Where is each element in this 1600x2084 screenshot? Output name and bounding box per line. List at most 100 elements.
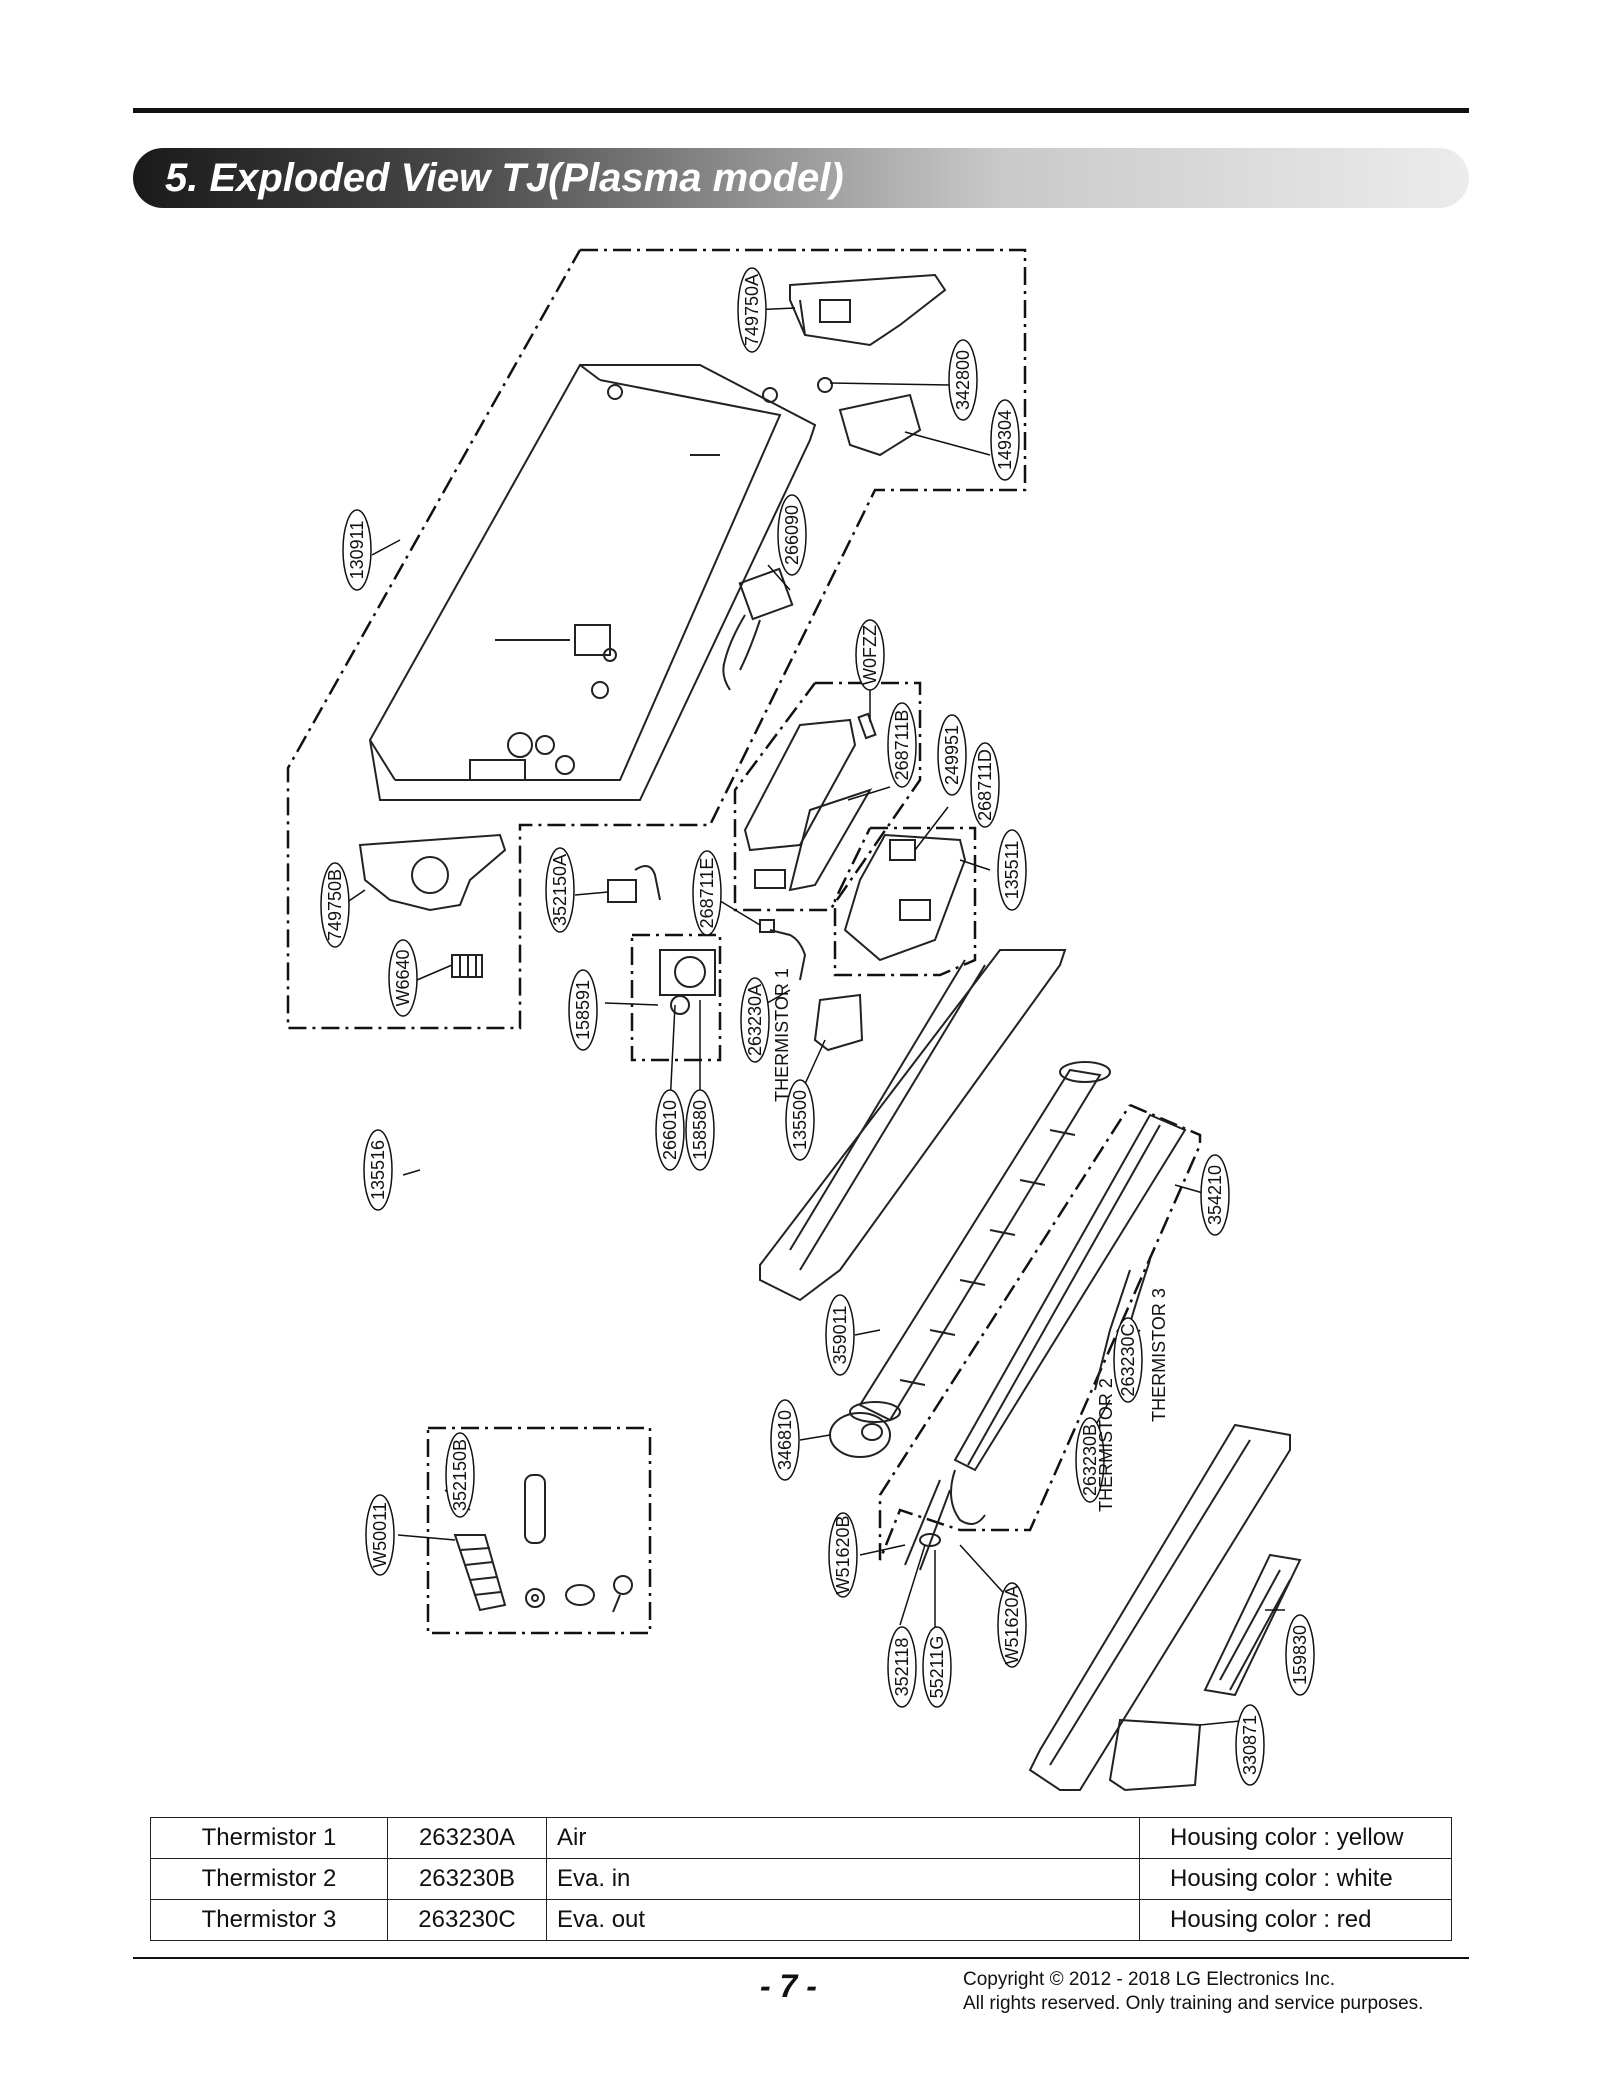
motor-group-boundary — [630, 933, 722, 1062]
page-number: - 7 - — [760, 1968, 817, 2004]
screw-part — [612, 1575, 633, 1613]
callout-W51620A: W51620A — [997, 1582, 1027, 1668]
callout-W51620B-label: W51620B — [833, 1515, 853, 1594]
callout-330871: 330871 — [1235, 1704, 1265, 1786]
callout-268711B: 268711B — [887, 702, 917, 788]
housing-color: Housing color : white — [1139, 1858, 1452, 1900]
callout-W6640: W6640 — [388, 939, 418, 1017]
callout-W50011-label: W50011 — [370, 1502, 390, 1568]
exploded-view-diagram: 749750A 342800 149304 130911 266090 W0FZ… — [286, 248, 1315, 1792]
callout-354210: 354210 — [1200, 1154, 1230, 1236]
sensor-location: Eva. in — [546, 1858, 1140, 1900]
callout-268711E-label: 268711E — [697, 858, 717, 929]
housing-color: Housing color : red — [1139, 1899, 1452, 1941]
pipe-assembly-part — [904, 1469, 986, 1571]
callout-263230B: 263230B — [1075, 1417, 1105, 1503]
callout-263230C: 263230C — [1113, 1317, 1143, 1403]
thermistor-2-label: THERMISTOR 2 — [1096, 1378, 1116, 1512]
table-row: Thermistor 3 263230C Eva. out Housing co… — [150, 1899, 1452, 1941]
callout-749750A: 749750A — [737, 267, 767, 353]
callout-342800-label: 342800 — [953, 350, 973, 410]
callout-55211G: 55211G — [922, 1626, 952, 1708]
callout-330871-label: 330871 — [1240, 1715, 1260, 1775]
callout-130911: 130911 — [342, 509, 372, 591]
control-box-cover-part — [789, 273, 947, 347]
callout-263230C-label: 263230C — [1118, 1323, 1138, 1396]
thermistor-name: Thermistor 2 — [150, 1858, 388, 1900]
drain-housing-part — [358, 833, 507, 912]
top-rule — [133, 108, 1469, 113]
plasma-ballast-part — [722, 567, 794, 691]
drain-cap-part — [607, 865, 661, 903]
callout-749750B-label: 749750B — [325, 869, 345, 941]
part-number: 263230B — [387, 1858, 547, 1900]
callout-352150B-label: 352150B — [450, 1439, 470, 1511]
callout-W51620B: W51620B — [828, 1512, 858, 1598]
callout-346810-label: 346810 — [775, 1410, 795, 1470]
discharge-grille-part — [759, 949, 1067, 1302]
callout-749750B: 749750B — [320, 862, 350, 948]
bracket-part — [817, 377, 922, 457]
callout-149304: 149304 — [990, 399, 1020, 481]
callout-159830-label: 159830 — [1290, 1625, 1310, 1685]
callout-352150A: 352150A — [545, 847, 575, 933]
filter-group-boundary — [733, 681, 922, 912]
callout-W51620A-label: W51620A — [1002, 1585, 1022, 1664]
drain-hose-part — [453, 1534, 507, 1612]
callout-249951: 249951 — [937, 714, 967, 796]
callout-354210-label: 354210 — [1205, 1165, 1225, 1225]
callout-W0FZZ: W0FZZ — [855, 619, 885, 691]
callout-749750A-label: 749750A — [742, 274, 762, 346]
callout-263230A-label: 263230A — [745, 984, 765, 1056]
callout-268711B-label: 268711B — [892, 710, 912, 781]
bottom-rule — [133, 1957, 1469, 1959]
cross-flow-fan-part — [849, 1061, 1111, 1423]
callout-W6640-label: W6640 — [393, 949, 413, 1006]
stepping-motor-part — [659, 949, 716, 1015]
callout-346810: 346810 — [770, 1399, 800, 1481]
insulation-tube-part — [524, 1474, 546, 1544]
callout-W0FZZ-label: W0FZZ — [860, 625, 880, 685]
washer-part — [525, 1588, 545, 1608]
callout-268711D-label: 268711D — [975, 749, 995, 821]
thermistor-1-part — [759, 919, 807, 981]
evaporator-group-boundary — [878, 1103, 1202, 1561]
callout-W50011: W50011 — [365, 1494, 395, 1576]
callout-158591-label: 158591 — [573, 980, 593, 1040]
callout-158580: 158580 — [685, 1089, 715, 1171]
section-title: 5. Exploded View TJ(Plasma model) — [165, 156, 844, 200]
part-number: 263230C — [387, 1899, 547, 1941]
callout-352150A-label: 352150A — [550, 854, 570, 926]
sensor-location: Air — [546, 1817, 1140, 1859]
housing-color: Housing color : yellow — [1139, 1817, 1452, 1859]
filter-frame-part — [743, 712, 877, 892]
callout-158591: 158591 — [568, 969, 598, 1051]
copyright-line-2: All rights reserved. Only training and s… — [963, 1993, 1424, 2014]
callout-266010-label: 266010 — [660, 1100, 680, 1160]
callout-149304-label: 149304 — [995, 410, 1015, 470]
clamp-part — [565, 1584, 595, 1606]
table-row: Thermistor 1 263230A Air Housing color :… — [150, 1817, 1452, 1859]
section-title-band: 5. Exploded View TJ(Plasma model) — [133, 148, 1469, 208]
thermistor-name: Thermistor 1 — [150, 1817, 388, 1859]
thermistor-1-label: THERMISTOR 1 — [772, 968, 792, 1102]
callout-266090-label: 266090 — [782, 505, 802, 565]
callout-342800: 342800 — [948, 339, 978, 421]
callout-55211G-label: 55211G — [927, 1636, 947, 1699]
callout-268711D: 268711D — [970, 742, 1000, 828]
callout-135511: 135511 — [997, 829, 1027, 911]
callout-135500: 135500 — [785, 1079, 815, 1161]
wire-tie-part — [451, 954, 483, 978]
callout-159830: 159830 — [1285, 1614, 1315, 1696]
callout-135500-label: 135500 — [790, 1090, 810, 1150]
callout-268711E: 268711E — [692, 850, 722, 936]
terminal-cover-part — [813, 993, 864, 1052]
front-panel-part — [1028, 1423, 1291, 1792]
evaporator-part — [953, 1113, 1187, 1472]
callout-263230A: 263230A — [740, 977, 770, 1063]
copyright-notice: Copyright © 2012 - 2018 LG Electronics I… — [963, 1968, 1423, 2016]
chassis-part — [368, 364, 817, 801]
sensor-location: Eva. out — [546, 1899, 1140, 1941]
callout-135516-label: 135516 — [368, 1140, 388, 1200]
part-number: 263230A — [387, 1817, 547, 1859]
